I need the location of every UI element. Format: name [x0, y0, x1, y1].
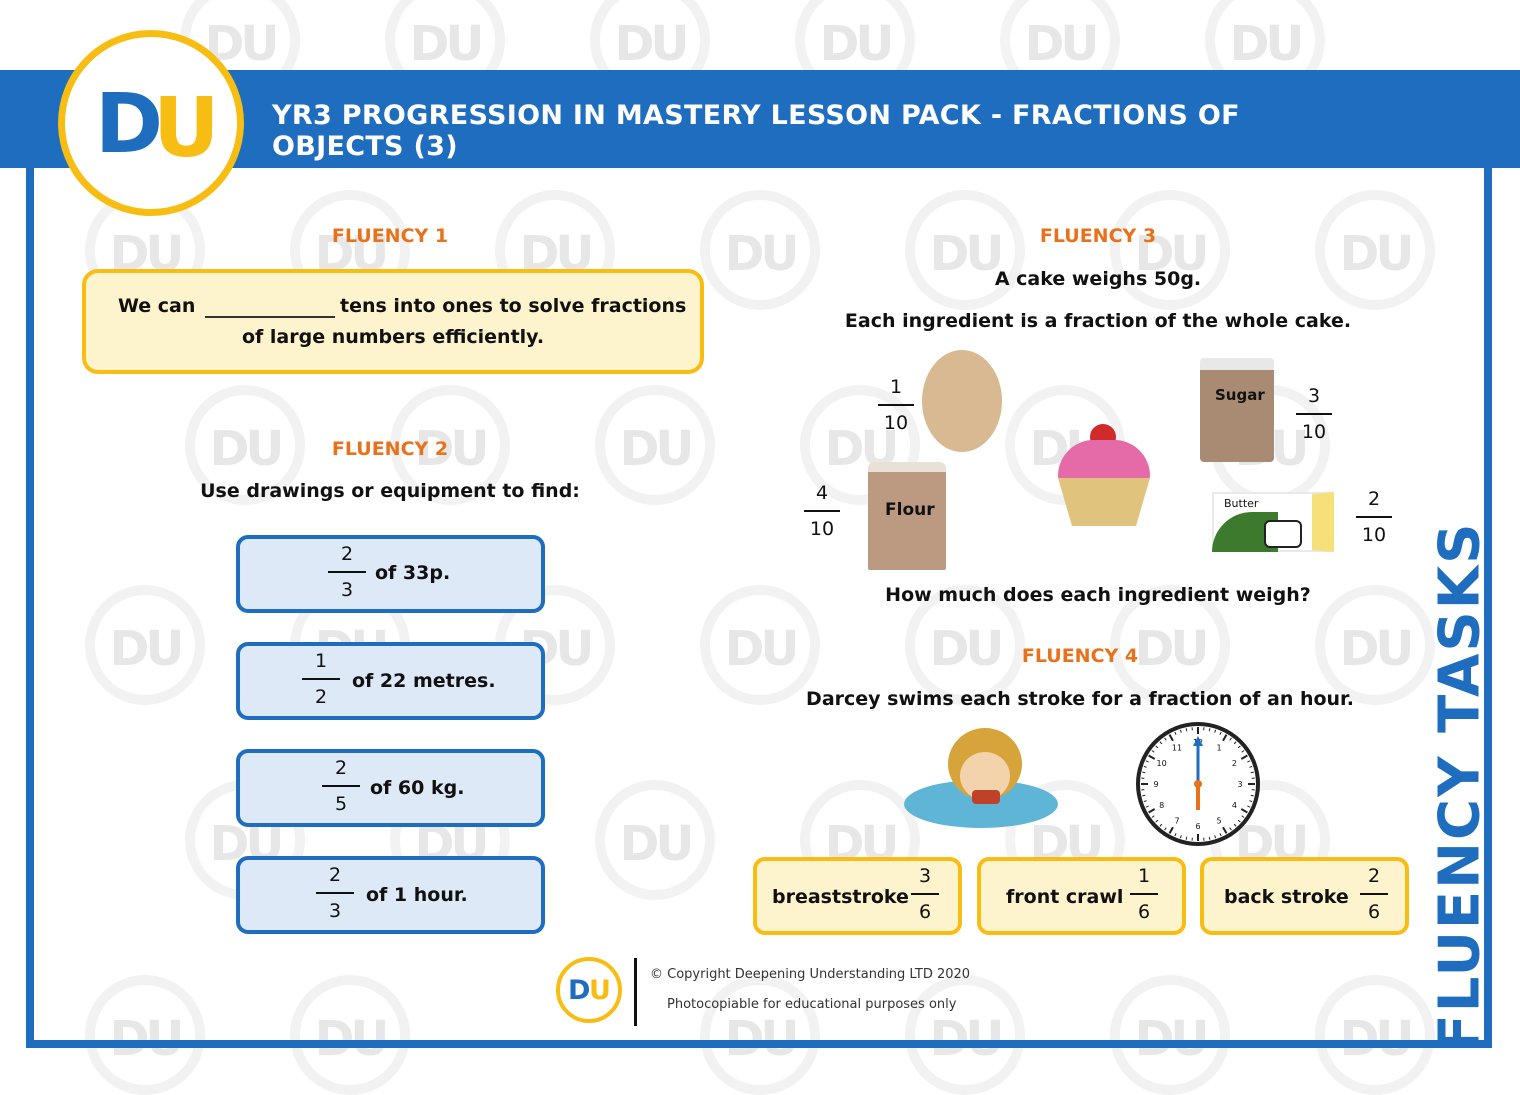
fluency3-line2: Each ingredient is a fraction of the who…	[800, 310, 1396, 332]
fluency2-item-text: of 22 metres.	[352, 670, 496, 692]
page-title: YR3 PROGRESSION IN MASTERY LESSON PACK -…	[272, 100, 1372, 162]
clock-number: 11	[1172, 744, 1182, 753]
clock-number: 8	[1159, 801, 1164, 810]
fluency1-title: FLUENCY 1	[240, 225, 540, 247]
clock-tick	[1142, 795, 1145, 796]
watermark-logo: DU	[1315, 975, 1435, 1095]
clock-number: 4	[1232, 801, 1237, 810]
du-logo: D U	[58, 30, 244, 216]
watermark-logo: DU	[1110, 190, 1230, 310]
clock-number: 2	[1232, 759, 1237, 768]
clock-tick	[1209, 837, 1210, 840]
clock-number: 10	[1157, 759, 1167, 768]
watermark-logo: DU	[700, 975, 820, 1095]
watermark-logo: DU	[905, 975, 1025, 1095]
fluency1-box	[82, 269, 704, 374]
fluency2-item-text: of 60 kg.	[370, 777, 464, 799]
watermark-logo: DU	[85, 585, 205, 705]
stroke-name: front crawl	[1006, 886, 1123, 908]
clock-tick	[1142, 772, 1145, 773]
watermark-logo: DU	[595, 780, 715, 900]
clock-number: 6	[1195, 822, 1200, 831]
fluency1-line1-pre: We can	[118, 295, 195, 317]
watermark-logo: DU	[1315, 190, 1435, 310]
fluency4-title: FLUENCY 4	[930, 645, 1230, 667]
clock-tick	[1251, 795, 1254, 796]
fluency4-line1: Darcey swims each stroke for a fraction …	[780, 688, 1380, 710]
clock-tick	[1209, 728, 1210, 731]
watermark-logo: DU	[85, 975, 205, 1095]
sugar-label: Sugar	[1215, 386, 1265, 404]
cow-icon	[1264, 520, 1302, 548]
clock-icon: 121234567891011	[1134, 720, 1262, 848]
fluency3-question: How much does each ingredient weigh?	[800, 584, 1396, 606]
stroke-name: back stroke	[1224, 886, 1349, 908]
clock-number: 5	[1216, 816, 1221, 825]
fluency1-blank[interactable]	[205, 316, 335, 318]
footer-note: Photocopiable for educational purposes o…	[667, 997, 956, 1012]
watermark-logo: DU	[290, 975, 410, 1095]
watermark-logo: DU	[1110, 975, 1230, 1095]
swimsuit-icon	[972, 790, 1000, 804]
frame-bottom-border	[26, 1040, 1492, 1048]
clock-tick	[1186, 837, 1187, 840]
watermark-logo: DU	[700, 190, 820, 310]
clock-number: 9	[1153, 780, 1158, 789]
clock-tick	[1251, 772, 1254, 773]
footer-logo: D U	[556, 957, 622, 1023]
fluency2-item-text: of 1 hour.	[366, 884, 468, 906]
logo-letter-u: U	[153, 81, 220, 176]
clock-number: 3	[1237, 780, 1242, 789]
fluency2-item-text: of 33p.	[375, 562, 450, 584]
sugar-bag-icon	[1200, 358, 1274, 462]
footer-divider	[634, 958, 637, 1026]
fluency3-title: FLUENCY 3	[948, 225, 1248, 247]
fluency3-line1: A cake weighs 50g.	[800, 268, 1396, 290]
side-title: FLUENCY TASKS	[1428, 593, 1493, 1053]
flour-label: Flour	[885, 500, 935, 520]
fluency2-title: FLUENCY 2	[240, 438, 540, 460]
egg-icon	[922, 350, 1002, 452]
frame-left-border	[26, 168, 34, 1048]
butter-label: Butter	[1224, 497, 1258, 510]
cupcake-icing-icon	[1058, 440, 1150, 482]
stroke-name: breaststroke	[772, 886, 909, 908]
footer-copyright: © Copyright Deepening Understanding LTD …	[650, 967, 970, 982]
fluency1-line2: of large numbers efficiently.	[82, 326, 704, 348]
fluency2-instruction: Use drawings or equipment to find:	[90, 480, 690, 502]
watermark-logo: DU	[905, 190, 1025, 310]
clock-number: 1	[1216, 744, 1221, 753]
clock-tick	[1186, 728, 1187, 731]
fluency1-line1-post: tens into ones to solve fractions	[340, 295, 686, 317]
cupcake-case-icon	[1058, 478, 1150, 528]
clock-number: 7	[1174, 816, 1179, 825]
